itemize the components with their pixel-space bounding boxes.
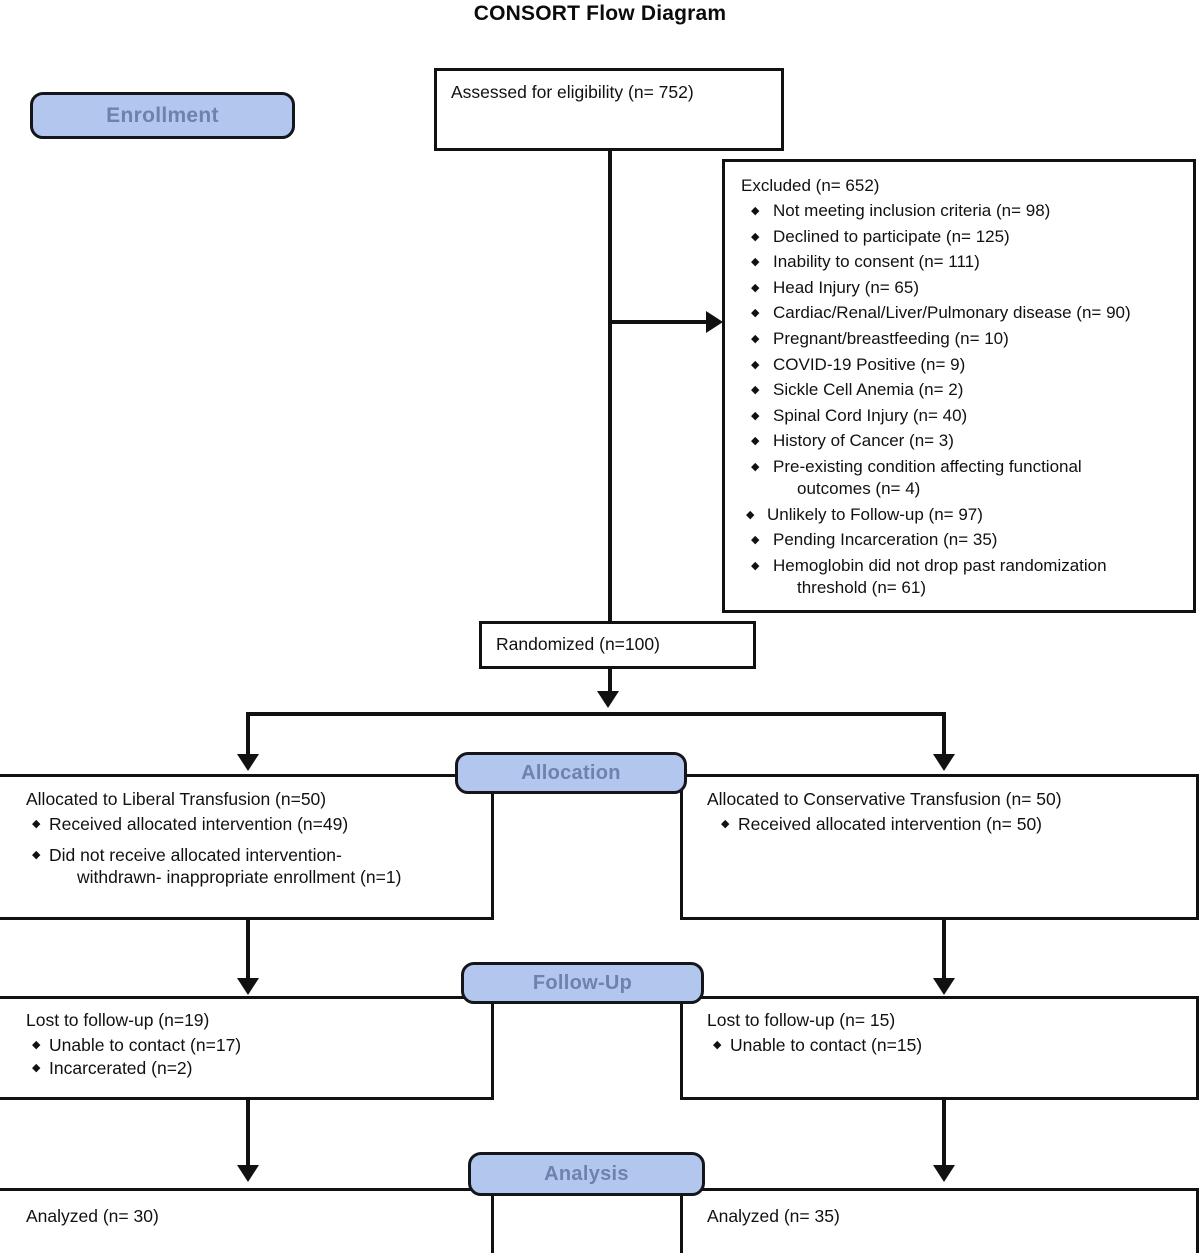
- followup-right-list: Unable to contact (n=15): [707, 1034, 1186, 1057]
- allocation-left-box: Allocated to Liberal Transfusion (n=50) …: [0, 774, 494, 920]
- allocation-right-heading: Allocated to Conservative Transfusion (n…: [707, 789, 1062, 809]
- excluded-reason: Head Injury (n= 65): [741, 277, 1181, 300]
- arrow-to-right-allocation: [933, 754, 955, 771]
- excluded-reason: Not meeting inclusion criteria (n= 98): [741, 200, 1181, 223]
- followup-left-box: Lost to follow-up (n=19) Unable to conta…: [0, 996, 494, 1100]
- excluded-reason-line1: Pre-existing condition affecting functio…: [773, 457, 1082, 477]
- stage-badge-analysis: Analysis: [468, 1152, 705, 1196]
- allocation-left-item: Did not receive allocated intervention- …: [26, 844, 481, 890]
- excluded-reason: History of Cancer (n= 3): [741, 430, 1181, 453]
- stage-badge-enrollment-label: Enrollment: [106, 103, 219, 127]
- allocation-left-heading: Allocated to Liberal Transfusion (n=50): [26, 789, 327, 809]
- arrow-randomized-split: [597, 691, 619, 708]
- followup-right-box: Lost to follow-up (n= 15) Unable to cont…: [680, 996, 1199, 1100]
- arrow-to-right-followup: [933, 978, 955, 995]
- arrow-to-right-analysis: [933, 1165, 955, 1182]
- connector-right-alloc-to-followup: [942, 920, 946, 982]
- stage-badge-followup-label: Follow-Up: [532, 971, 633, 994]
- excluded-reason-line2: threshold (n= 61): [797, 578, 926, 597]
- excluded-reason: Unlikely to Follow-up (n= 97): [741, 504, 1181, 527]
- stage-badge-enrollment: Enrollment: [30, 92, 295, 139]
- excluded-reasons-list: Not meeting inclusion criteria (n= 98) D…: [741, 200, 1181, 599]
- excluded-reason: Declined to participate (n= 125): [741, 226, 1181, 249]
- excluded-reason-line2: outcomes (n= 4): [797, 479, 921, 499]
- connector-left-followup-to-analysis: [246, 1100, 250, 1168]
- arrow-to-left-followup: [237, 978, 259, 995]
- stage-badge-allocation: Allocation: [455, 752, 687, 794]
- connector-left-alloc-to-followup: [246, 920, 250, 982]
- analysis-right-box: Analyzed (n= 35): [680, 1188, 1199, 1253]
- excluded-reason: Pending Incarceration (n= 35): [741, 529, 1181, 552]
- arrow-to-left-allocation: [237, 754, 259, 771]
- allocation-left-item-line1: Did not receive allocated intervention-: [49, 844, 342, 865]
- allocation-left-item: Received allocated intervention (n=49): [26, 813, 481, 836]
- analysis-left-text: Analyzed (n= 30): [26, 1206, 159, 1226]
- excluded-reason: Spinal Cord Injury (n= 40): [741, 405, 1181, 428]
- followup-left-list: Unable to contact (n=17) Incarcerated (n…: [26, 1034, 481, 1080]
- assessed-for-eligibility-text: Assessed for eligibility (n= 752): [451, 82, 694, 102]
- connector-allocation-splitter: [246, 712, 946, 716]
- followup-right-heading: Lost to follow-up (n= 15): [707, 1010, 896, 1030]
- excluded-reason: Pregnant/breastfeeding (n= 10): [741, 328, 1181, 351]
- randomized-text: Randomized (n=100): [496, 634, 660, 654]
- assessed-for-eligibility-box: Assessed for eligibility (n= 752): [434, 68, 784, 151]
- allocation-left-item-line2: withdrawn- inappropriate enrollment (n=1…: [77, 867, 402, 888]
- allocation-right-item: Received allocated intervention (n= 50): [707, 813, 1186, 836]
- excluded-heading: Excluded (n= 652): [741, 176, 880, 195]
- excluded-reason: Sickle Cell Anemia (n= 2): [741, 379, 1181, 402]
- analysis-left-box: Analyzed (n= 30): [0, 1188, 494, 1253]
- connector-right-followup-to-analysis: [942, 1100, 946, 1168]
- followup-left-heading: Lost to follow-up (n=19): [26, 1010, 210, 1030]
- arrow-to-left-analysis: [237, 1165, 259, 1182]
- excluded-reason: Pre-existing condition affecting functio…: [741, 456, 1181, 500]
- allocation-left-list: Received allocated intervention (n=49) D…: [26, 813, 481, 889]
- followup-right-item: Unable to contact (n=15): [707, 1034, 1186, 1057]
- stage-badge-allocation-label: Allocation: [521, 761, 621, 784]
- allocation-right-box: Allocated to Conservative Transfusion (n…: [680, 774, 1199, 920]
- connector-allocation-left-drop: [246, 712, 250, 757]
- randomized-box: Randomized (n=100): [479, 621, 756, 669]
- stage-badge-analysis-label: Analysis: [544, 1162, 629, 1185]
- arrow-to-excluded: [706, 311, 723, 333]
- analysis-right-text: Analyzed (n= 35): [707, 1206, 840, 1226]
- connector-randomized-down: [608, 669, 612, 693]
- excluded-reason: Inability to consent (n= 111): [741, 251, 1181, 274]
- excluded-box: Excluded (n= 652) Not meeting inclusion …: [722, 159, 1196, 613]
- page-title: CONSORT Flow Diagram: [473, 2, 727, 25]
- excluded-reason: Hemoglobin did not drop past randomizati…: [741, 555, 1181, 599]
- followup-left-item: Incarcerated (n=2): [26, 1057, 481, 1080]
- connector-allocation-right-drop: [942, 712, 946, 757]
- excluded-reason-line1: Hemoglobin did not drop past randomizati…: [773, 555, 1107, 575]
- allocation-right-list: Received allocated intervention (n= 50): [707, 813, 1186, 836]
- connector-assessed-to-excluded: [608, 320, 708, 324]
- stage-badge-followup: Follow-Up: [461, 962, 704, 1004]
- connector-assessed-to-randomized: [608, 151, 612, 621]
- excluded-reason: Cardiac/Renal/Liver/Pulmonary disease (n…: [741, 302, 1181, 325]
- excluded-reason: COVID-19 Positive (n= 9): [741, 354, 1181, 377]
- followup-left-item: Unable to contact (n=17): [26, 1034, 481, 1057]
